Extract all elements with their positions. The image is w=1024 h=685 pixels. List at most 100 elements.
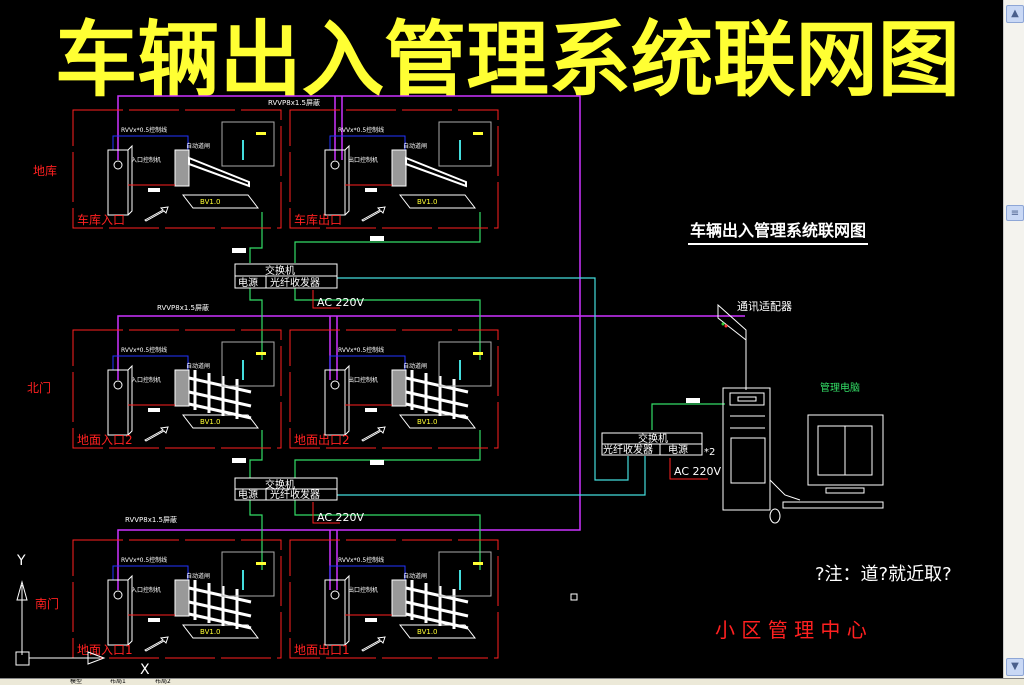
barrier-post-icon bbox=[391, 149, 407, 187]
wire-label: BV1.0 bbox=[200, 418, 221, 426]
tab-model[interactable]: 模型 bbox=[70, 679, 83, 685]
panel-frame bbox=[72, 109, 282, 229]
direction-arrow-icon bbox=[144, 206, 169, 222]
barrier-fence-icon bbox=[188, 370, 252, 420]
cable-label: RVVx*0.5控制线 bbox=[338, 346, 384, 354]
camera-indicator bbox=[473, 132, 483, 135]
controller-icon bbox=[324, 364, 350, 436]
camera-indicator bbox=[256, 132, 266, 135]
panel-frame bbox=[289, 539, 499, 659]
fence-rail bbox=[405, 586, 469, 604]
control-cable bbox=[329, 565, 406, 580]
controller-label: 入口控制机 bbox=[131, 376, 161, 384]
fence-rail bbox=[405, 376, 469, 394]
drawing-subtitle: 车辆出入管理系统联网图 bbox=[690, 221, 866, 240]
ac-power-line-3 bbox=[669, 458, 708, 480]
controller-icon bbox=[324, 574, 350, 646]
panel-label: 地面出口1 bbox=[294, 643, 350, 657]
bus-cable-label-3: RVVP8x1.5屏蔽 bbox=[125, 515, 177, 524]
barrier-post-icon bbox=[174, 369, 190, 407]
controller-reader-icon bbox=[330, 380, 340, 390]
barrier-label: 自动道闸 bbox=[403, 142, 427, 150]
wire-tag bbox=[148, 408, 160, 412]
barrier-fence-icon bbox=[405, 370, 469, 420]
note-text: ?注：道?就近取? bbox=[815, 564, 952, 585]
barrier-post-icon bbox=[391, 369, 407, 407]
management-center-label: 小 区 管 理 中 心 bbox=[715, 618, 867, 642]
camera-indicator bbox=[256, 562, 266, 565]
barrier-label: 自动道闸 bbox=[403, 362, 427, 370]
camera-box bbox=[438, 121, 492, 167]
monitor-icon bbox=[769, 414, 884, 524]
scroll-down-button[interactable]: ▼ bbox=[1006, 658, 1024, 676]
switch-2-ac: AC 220V bbox=[317, 511, 365, 524]
fence-rail bbox=[188, 600, 252, 618]
bus-cable-label-1: RVVP8x1.5屏蔽 bbox=[268, 98, 320, 107]
drawing-title: 车辆出入管理系统联网图 bbox=[55, 13, 960, 108]
gate-panels: RVVx*0.5控制线入口控制机自动道闸BV1.0车库入口RVVx*0.5控制线… bbox=[72, 109, 499, 659]
barrier-label: 自动道闸 bbox=[186, 142, 210, 150]
panel-frame bbox=[289, 109, 499, 229]
scroll-up-button[interactable]: ▲ bbox=[1006, 5, 1024, 23]
controller-label: 出口控制机 bbox=[348, 376, 378, 384]
controller-icon bbox=[107, 364, 133, 436]
tab-layout2[interactable]: 布局2 bbox=[155, 679, 171, 685]
controller-reader-icon bbox=[113, 160, 123, 170]
vertical-scrollbar[interactable]: ▲ ≡ ▼ bbox=[1003, 0, 1024, 678]
panel-label: 车库入口 bbox=[77, 212, 125, 227]
switch-1-fiber: 光纤收发器 bbox=[270, 276, 320, 289]
fence-rail bbox=[405, 402, 469, 420]
control-cable bbox=[329, 135, 406, 150]
controller-icon bbox=[107, 144, 133, 216]
direction-arrow-icon bbox=[361, 426, 386, 442]
controller-reader-icon bbox=[330, 160, 340, 170]
switch-1-ac: AC 220V bbox=[317, 296, 365, 309]
camera-box bbox=[438, 551, 492, 597]
pc-tower-icon bbox=[722, 387, 771, 511]
fence-rail bbox=[188, 402, 252, 420]
network-switch-1 bbox=[234, 263, 338, 289]
direction-arrow-icon bbox=[144, 426, 169, 442]
direction-arrow-icon bbox=[361, 636, 386, 652]
wire-tag bbox=[365, 408, 377, 412]
wire-tag bbox=[365, 618, 377, 622]
wire-tag bbox=[365, 188, 377, 192]
camera-box bbox=[438, 341, 492, 387]
tab-layout1[interactable]: 布局1 bbox=[110, 679, 126, 685]
barrier-label: 自动道闸 bbox=[186, 572, 210, 580]
fence-rail bbox=[188, 612, 252, 630]
scroll-thumb[interactable]: ≡ bbox=[1006, 205, 1024, 221]
barrier-label: 自动道闸 bbox=[186, 362, 210, 370]
panel-frame bbox=[72, 539, 282, 659]
ground-loop-icon bbox=[398, 624, 477, 639]
wire-label: BV1.0 bbox=[200, 198, 221, 206]
panel-frame bbox=[289, 329, 499, 449]
ucs-icon bbox=[15, 580, 106, 666]
barrier-label: 自动道闸 bbox=[403, 572, 427, 580]
barrier-fence-icon bbox=[405, 580, 469, 630]
wire-tag bbox=[148, 188, 160, 192]
controller-label: 入口控制机 bbox=[131, 156, 161, 164]
controller-label: 入口控制机 bbox=[131, 586, 161, 594]
switch-3-power: 电源 bbox=[668, 443, 688, 456]
switch-2-fiber: 光纤收发器 bbox=[270, 488, 320, 501]
ground-loop-icon bbox=[181, 624, 260, 639]
switch-3-fiber: 光纤收发器 bbox=[603, 443, 653, 456]
cable-label: RVVx*0.5控制线 bbox=[121, 346, 167, 354]
wire-label: BV1.0 bbox=[417, 418, 438, 426]
fence-rail bbox=[188, 586, 252, 604]
camera-box bbox=[221, 121, 275, 167]
cad-drawing-canvas[interactable]: 车辆出入管理系统联网图 RVVP8x1.5屏蔽 RVVP8x1.5屏蔽 RVVP… bbox=[0, 0, 1003, 678]
control-cable bbox=[112, 565, 189, 580]
barrier-post-icon bbox=[174, 149, 190, 187]
barrier-arm-icon bbox=[188, 156, 250, 188]
wire-label: BV1.0 bbox=[417, 628, 438, 636]
ac-power-line-1 bbox=[312, 290, 340, 309]
controller-label: 出口控制机 bbox=[348, 156, 378, 164]
bus-cables bbox=[117, 95, 745, 590]
fence-rail bbox=[405, 390, 469, 408]
